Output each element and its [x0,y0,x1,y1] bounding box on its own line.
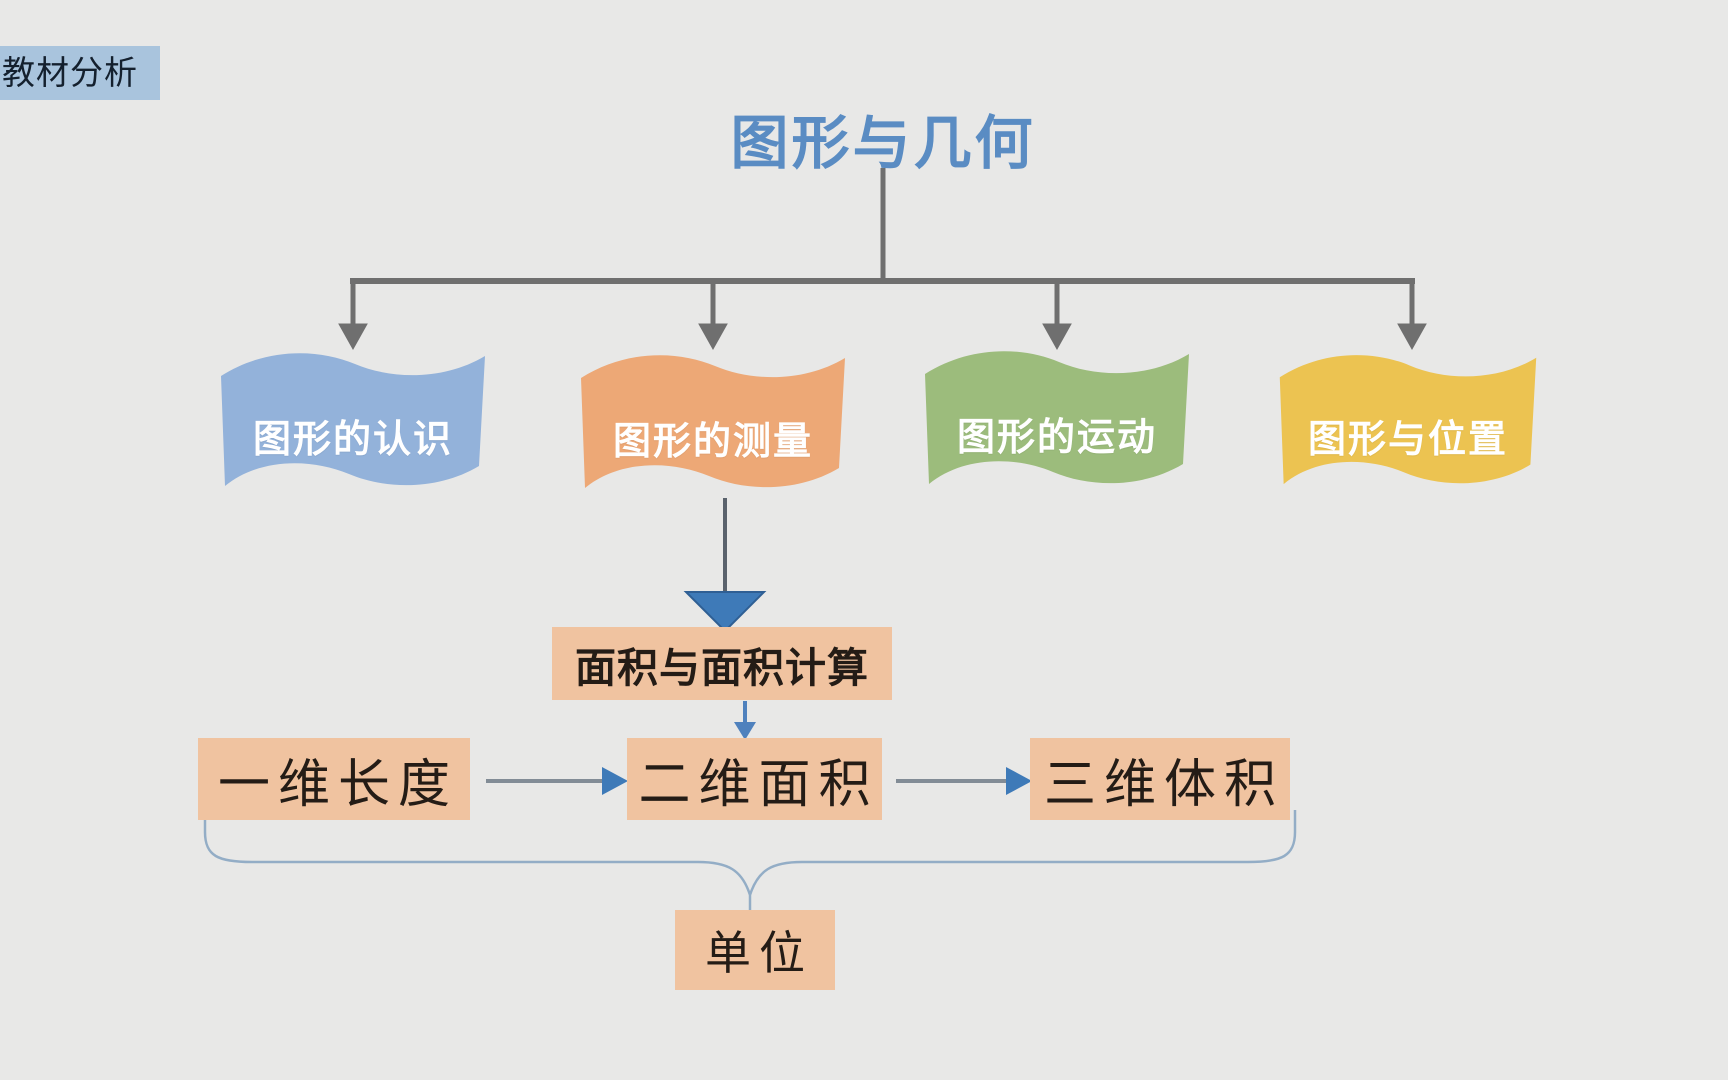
arrow-dim2-dim3 [896,767,1032,795]
wave-flag-icon [1279,355,1537,485]
small-blue-arrow [734,701,756,740]
flag-label: 图形的认识 [252,419,453,461]
flag-shape-recognition: 图形的认识 [213,340,493,498]
arrowhead-down-icon [698,323,728,351]
flag-label: 图形的运动 [956,417,1157,459]
wave-flag-icon [221,353,485,486]
box-two-dimension-area: 二维面积 [627,738,882,820]
arrow-dim1-dim2 [486,767,628,795]
arrowhead-down-icon [1397,323,1427,351]
box-three-dimension-volume: 三维体积 [1030,738,1290,820]
page-title: 图形与几何 [730,111,1036,176]
arrowhead-down-icon [338,323,368,351]
box-one-dimension-length: 一维长度 [198,738,470,820]
flag-label: 图形与位置 [1307,419,1508,461]
wave-flag-icon [581,355,845,488]
big-blue-arrow [683,498,767,633]
flag-shape-motion: 图形的运动 [917,338,1197,496]
flag-label: 图形的测量 [612,421,813,463]
corner-label: 教材分析 [0,46,160,100]
wave-flag-icon [925,351,1189,484]
grouping-brace [203,810,1297,911]
box-area-and-area-calculation: 面积与面积计算 [552,627,892,700]
box-unit: 单位 [675,910,835,990]
tree-connector [338,168,1427,351]
flag-shape-measurement: 图形的测量 [573,342,853,500]
flag-shape-position: 图形与位置 [1272,340,1544,498]
arrowhead-down-icon [1042,323,1072,351]
